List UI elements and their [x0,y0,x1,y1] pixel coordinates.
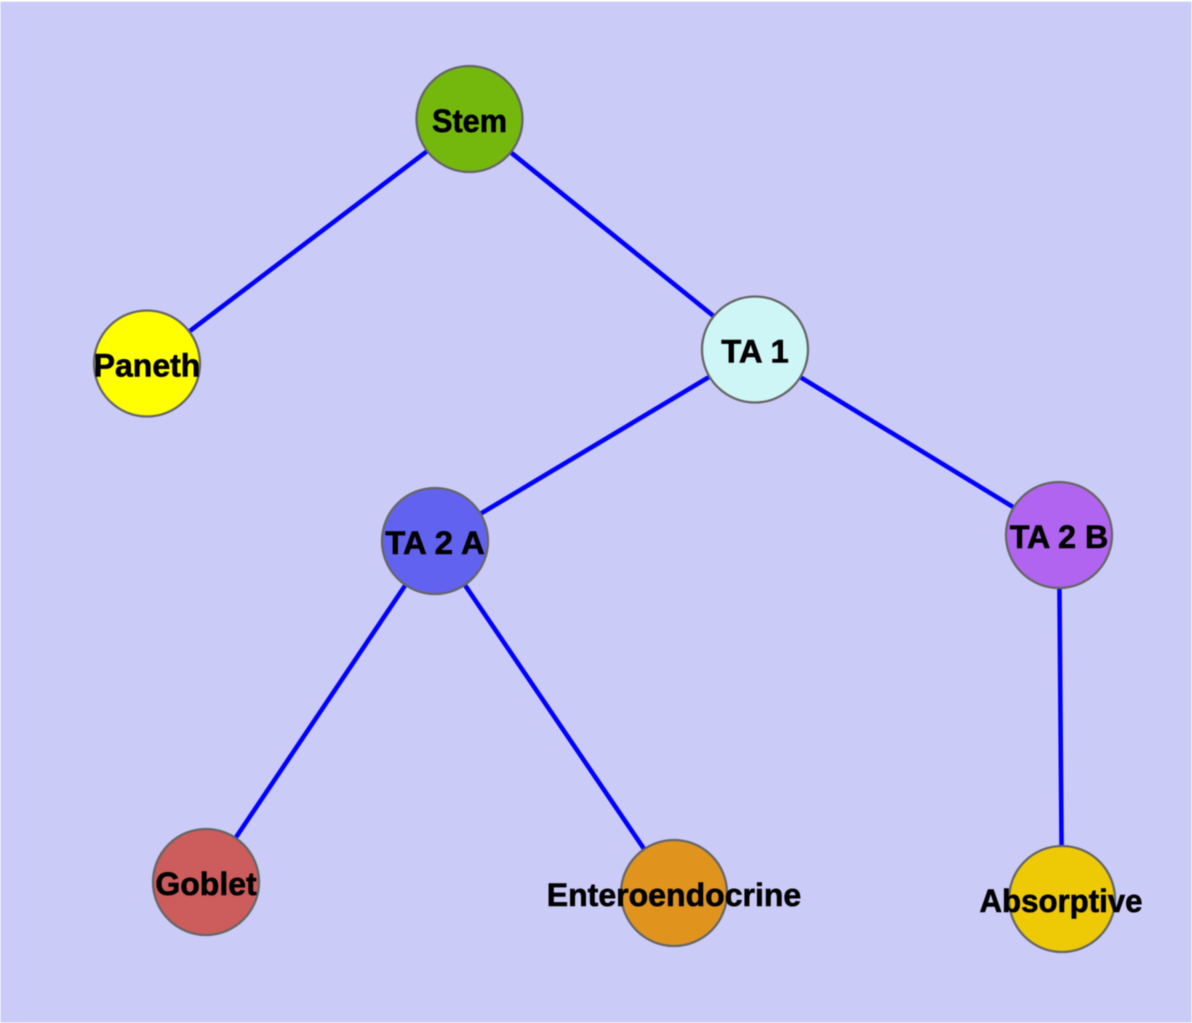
svg-text:Paneth: Paneth [94,348,201,384]
svg-text:TA 2 A: TA 2 A [385,525,485,561]
svg-text:Goblet: Goblet [155,866,257,902]
svg-text:TA 1: TA 1 [721,334,789,370]
svg-text:Enteroendocrine: Enteroendocrine [547,877,802,913]
svg-text:Stem: Stem [432,103,507,139]
svg-text:Absorptive: Absorptive [980,883,1143,919]
svg-text:TA 2 B: TA 2 B [1010,519,1109,555]
